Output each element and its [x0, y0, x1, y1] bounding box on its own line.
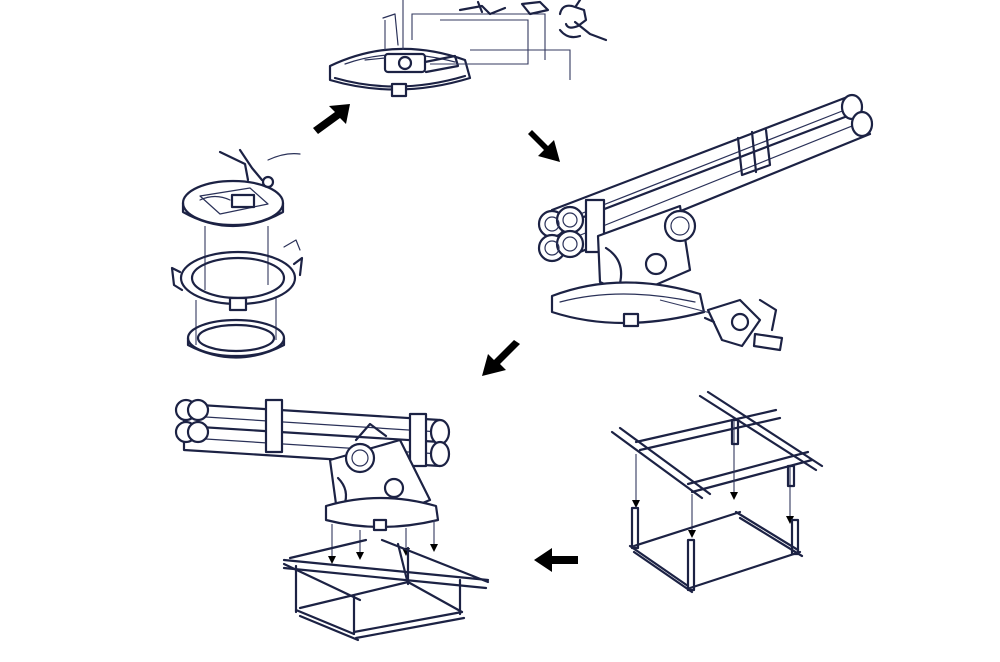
launcher-on-stand — [174, 398, 490, 642]
launcher-tube-assembly — [537, 93, 874, 352]
arrow-down-left — [482, 340, 520, 376]
arrow-up-right — [313, 104, 350, 134]
arrow-left — [534, 548, 578, 572]
turret-base-assembly — [328, 0, 608, 98]
arrow-down-right — [528, 130, 560, 162]
cube-frame-assembly — [610, 390, 824, 594]
ring-mount-assembly — [170, 148, 304, 359]
